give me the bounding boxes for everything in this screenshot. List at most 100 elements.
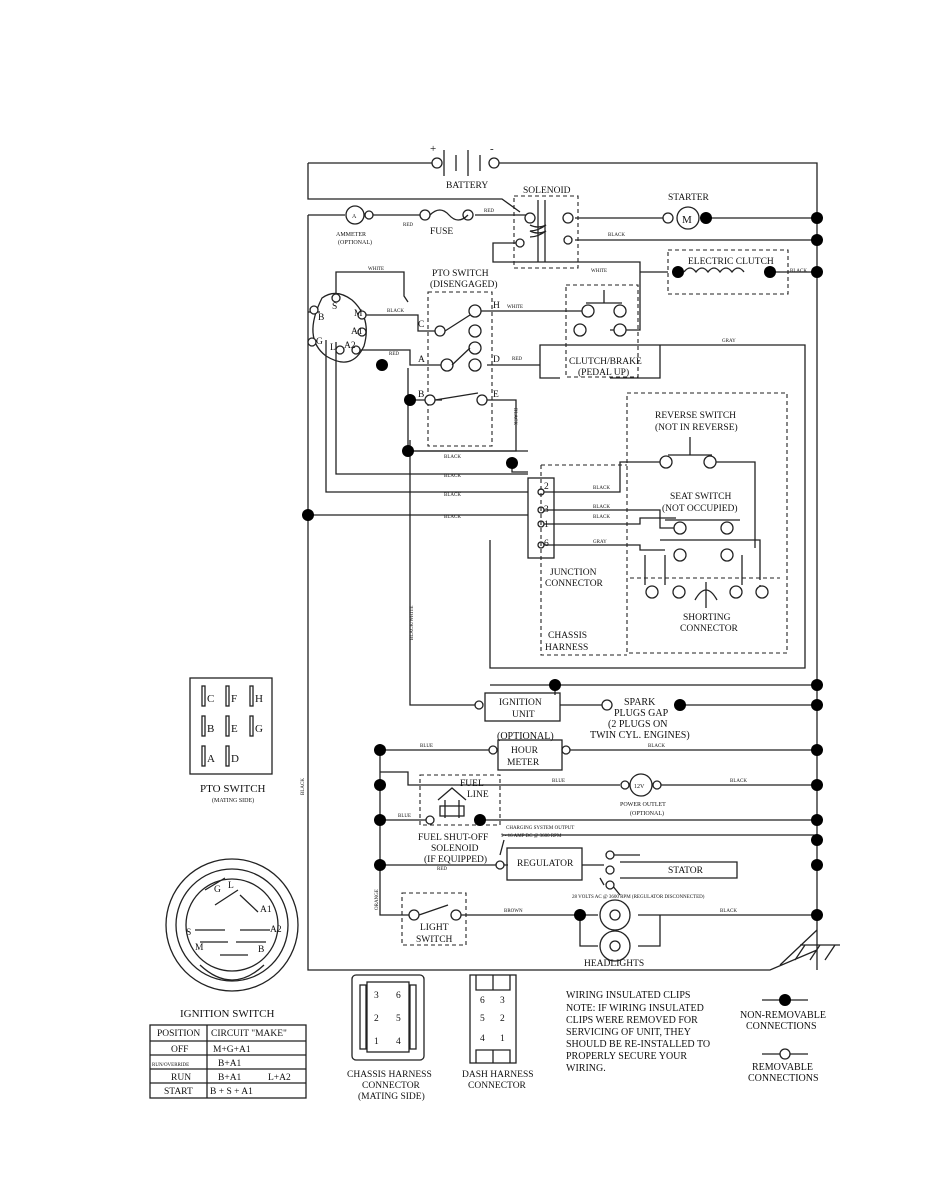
seat-sub: (NOT OCCUPIED)	[662, 503, 738, 514]
reverse-label: REVERSE SWITCH	[655, 411, 736, 421]
seat-switch: SEAT SWITCH (NOT OCCUPIED)	[644, 492, 761, 590]
notes: WIRING INSULATED CLIPS NOTE: IF WIRING I…	[566, 990, 710, 1074]
wire-black-10: BLACK	[593, 515, 610, 520]
hour-meter-opt: (OPTIONAL)	[497, 731, 554, 742]
table-r2-c1: B+A1	[218, 1073, 242, 1083]
chassis-connector: 3 6 2 5 1 4 CHASSIS HARNESS CONNECTOR (M…	[347, 974, 432, 1102]
table-h-position: POSITION	[157, 1029, 200, 1039]
legend-nonremovable-1: NON-REMOVABLE	[740, 1010, 826, 1021]
dash-pin-2: 2	[500, 1014, 505, 1024]
table-r0-pos: OFF	[171, 1045, 188, 1055]
wire-black-9: BLACK	[593, 505, 610, 510]
clutch-brake: CLUTCH/BRAKE (PEDAL UP)	[565, 284, 642, 378]
dash-conn-sub: CONNECTOR	[468, 1081, 527, 1091]
regulator: CHARGING SYSTEM OUTPUT 9 - 16 AMP DC @ 3…	[495, 826, 705, 900]
wire-white-2: WHITE	[368, 267, 384, 272]
headlights-label: HEADLIGHTS	[584, 959, 644, 969]
shorting-connector: SHORTING CONNECTOR	[630, 577, 780, 634]
notes-line-5: WIRING.	[566, 1063, 606, 1074]
wire-black-3: BLACK	[790, 269, 807, 274]
reverse-sub: (NOT IN REVERSE)	[655, 422, 738, 433]
light-switch-label: LIGHT	[420, 923, 449, 933]
wire-black-11: BLACK	[648, 744, 665, 749]
ign-term-l: L	[330, 343, 336, 353]
ign-switch-m: M	[195, 943, 204, 953]
ign-term-g: G	[316, 337, 323, 347]
pto-mating-a: A	[207, 753, 215, 765]
pto-mating-g: G	[255, 723, 263, 735]
pto-mating-grid: C F H B E G A D	[201, 685, 263, 767]
pto-mating-d: D	[231, 753, 239, 765]
light-switch-sub: SWITCH	[416, 935, 453, 945]
junction-pin-1: 1	[544, 520, 549, 530]
pto-mating-c: C	[207, 693, 214, 705]
pto-term-h: H	[493, 301, 500, 311]
ign-switch-a1: A1	[260, 905, 272, 915]
clutch-brake-label: CLUTCH/BRAKE	[569, 357, 642, 367]
spark-line3: (2 PLUGS ON	[608, 719, 667, 730]
reverse-switch: REVERSE SWITCH (NOT IN REVERSE)	[626, 392, 788, 654]
junction-pin-2: 2	[544, 482, 549, 492]
wire-blue-2: BLUE	[552, 779, 565, 784]
table-r2-pos: RUN	[171, 1073, 191, 1083]
stator-note: 28 VOLTS AC @ 3600 RPM (REGULATOR DISCON…	[572, 895, 705, 900]
dash-pin-5: 5	[480, 1014, 485, 1024]
junction-label: JUNCTION	[550, 568, 597, 578]
wire-black-1: BLACK	[608, 233, 625, 238]
wire-black-8: BLACK	[593, 486, 610, 491]
wire-red-3: RED	[389, 352, 399, 357]
wire-red-2: RED	[484, 209, 494, 214]
fuse: FUSE	[419, 209, 474, 237]
chassis-pin-6: 6	[396, 991, 401, 1001]
ign-switch-l: L	[228, 881, 234, 891]
wire-black-4: BLACK	[444, 455, 461, 460]
ignition-switch: G L A1 S A2 M B IGNITION SWITCH	[165, 858, 299, 1020]
electric-clutch-label: ELECTRIC CLUTCH	[688, 257, 774, 267]
notes-line-2: SERVICING OF UNIT, THEY	[566, 1027, 691, 1038]
table-r2-c2: L+A2	[268, 1073, 291, 1083]
charging-title: CHARGING SYSTEM OUTPUT	[506, 826, 574, 831]
chassis-harness-label: CHASSIS	[548, 631, 587, 641]
wire-red-1: RED	[403, 223, 413, 228]
ignition-unit-label: IGNITION	[499, 698, 542, 708]
table-r1-c1: B+A1	[218, 1059, 242, 1069]
wire-black-left: BLACK	[301, 778, 306, 795]
battery: + - BATTERY	[430, 143, 500, 191]
chassis-pin-5: 5	[396, 1014, 401, 1024]
pto-term-e: E	[493, 390, 499, 400]
wire-black-white: BLACK/WHITE	[410, 606, 415, 640]
dash-connector: 6 3 5 2 4 1 DASH HARNESS CONNECTOR	[462, 974, 534, 1091]
dash-pin-3: 3	[500, 996, 505, 1006]
ammeter-label: AMMETER	[336, 232, 366, 238]
pto-term-a: A	[418, 355, 425, 365]
pto-term-b: B	[418, 390, 424, 400]
starter: STARTER M	[662, 193, 712, 230]
pto-mating-label: PTO SWITCH	[200, 783, 266, 795]
wire-black-5: BLACK	[444, 474, 461, 479]
wire-red-5: RED	[437, 867, 447, 872]
wire-labels: RED RED BLACK WHITE WHITE BLACK WHITE RE…	[301, 209, 807, 914]
electric-clutch: ELECTRIC CLUTCH	[667, 249, 789, 295]
hour-meter-sub: METER	[507, 758, 540, 768]
wire-blue-1: BLUE	[420, 744, 433, 749]
table-r0-c1: M+G+A1	[213, 1045, 251, 1055]
spark-line1: SPARK	[624, 697, 656, 708]
seat-label: SEAT SWITCH	[670, 492, 731, 502]
ign-switch-s: S	[186, 928, 191, 938]
power-outlet: 12V POWER OUTLET (OPTIONAL)	[620, 773, 666, 817]
chassis-harness-sub: HARNESS	[545, 643, 588, 653]
solenoid: SOLENOID	[513, 186, 579, 269]
table-r3-c1: B + S + A1	[210, 1087, 253, 1097]
wire-orange: ORANGE	[375, 889, 380, 910]
fuel-solenoid-label: SOLENOID	[431, 844, 479, 854]
ignition-contacts: S M B A1 L G A2	[307, 292, 367, 363]
pto-mating-f: F	[231, 693, 237, 705]
ammeter: A AMMETER (OPTIONAL)	[336, 205, 374, 246]
dash-pin-1: 1	[500, 1034, 505, 1044]
junction-sub: CONNECTOR	[545, 579, 604, 589]
notes-line-3: SHOULD BE RE-INSTALLED TO	[566, 1039, 710, 1050]
wire-gray-2: GRAY	[593, 540, 607, 545]
wire-white-3: WHITE	[507, 305, 523, 310]
power-outlet-label: POWER OUTLET	[620, 802, 666, 808]
